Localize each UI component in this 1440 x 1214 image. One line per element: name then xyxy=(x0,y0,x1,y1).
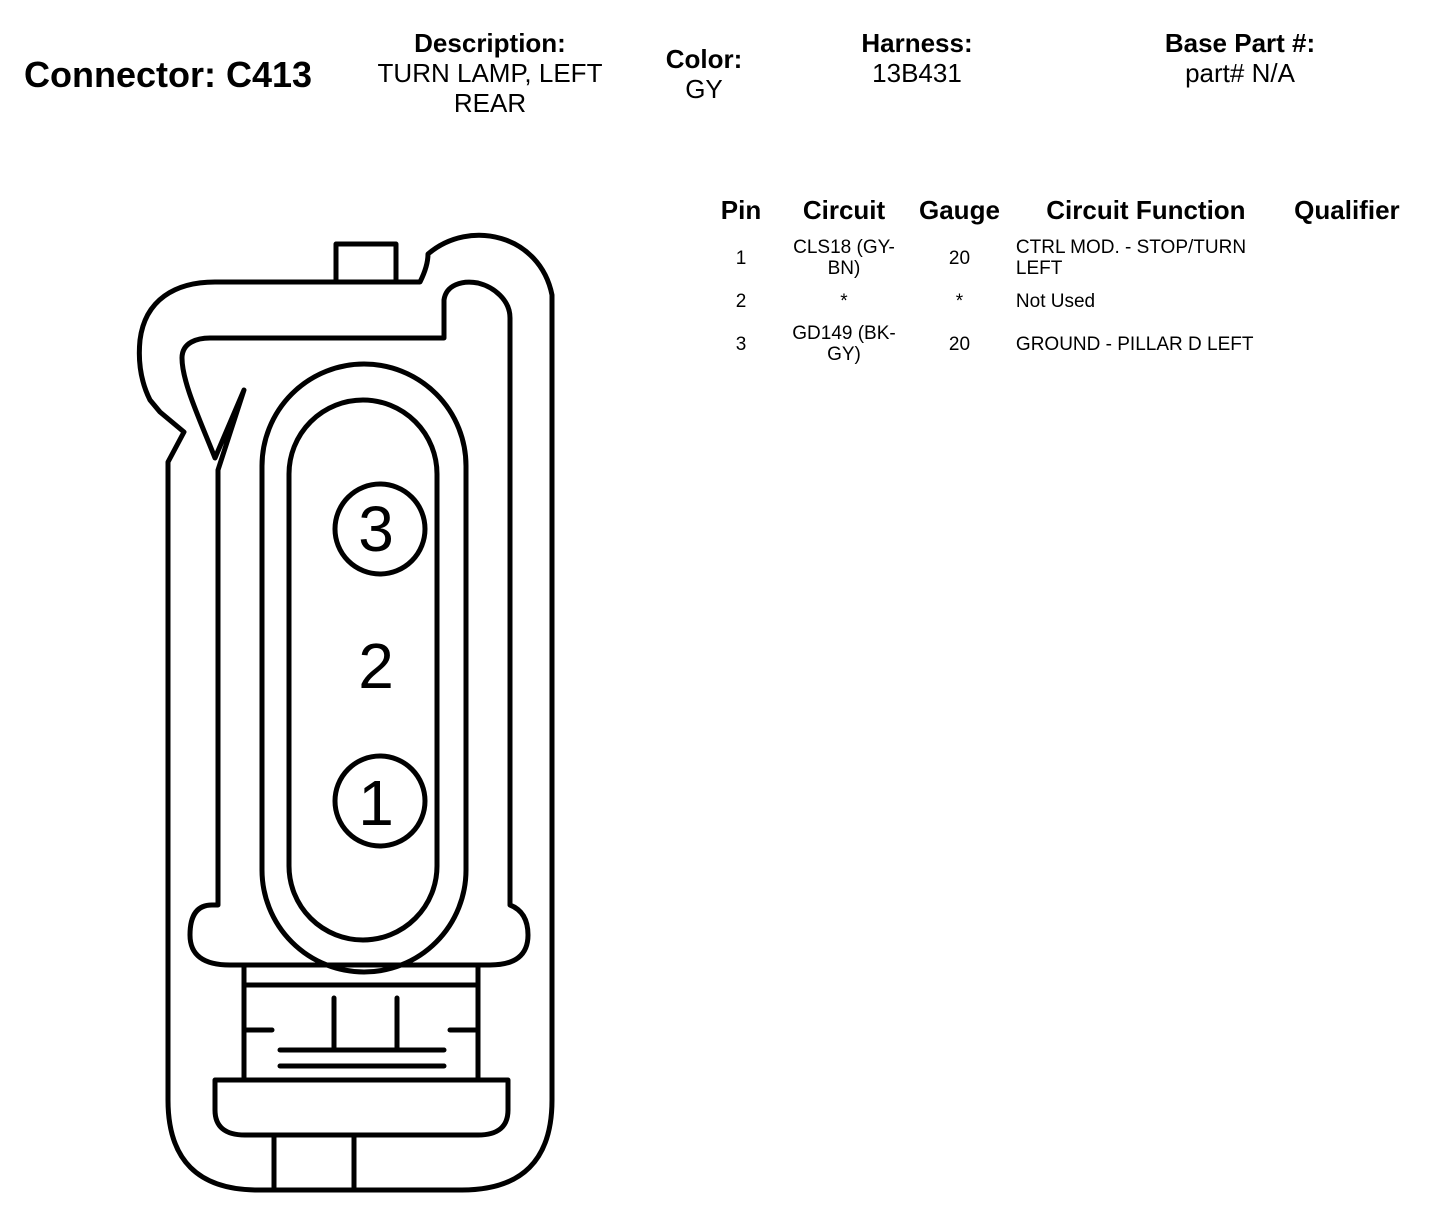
circuit-cell: GD149 (BK-GY) xyxy=(792,323,896,365)
gauge-cell: * xyxy=(955,290,964,312)
base-part-value: part# N/A xyxy=(1185,58,1295,88)
pin-table: Pin Circuit Gauge Circuit Function Quali… xyxy=(705,193,1410,371)
pin-3-label: 3 xyxy=(358,493,394,565)
harness-label: Harness: xyxy=(861,28,973,58)
base-part-label: Base Part #: xyxy=(1164,28,1316,58)
circuit-cell: CLS18 (GY-BN) xyxy=(793,237,895,279)
column-header-gauge: Gauge xyxy=(919,195,1000,225)
connector-housing-outer xyxy=(136,232,555,1193)
circuit-cell: * xyxy=(840,290,848,312)
column-header-pin: Pin xyxy=(720,195,762,225)
description-label: Description: xyxy=(414,28,566,58)
table-row: 1 CLS18 (GY-BN) 20 CTRL MOD. - STOP/TURN… xyxy=(705,231,1410,285)
pin-cell: 2 xyxy=(735,290,747,312)
gauge-cell: 20 xyxy=(948,247,971,269)
column-header-circuit-function: Circuit Function xyxy=(1046,195,1246,225)
latch-tab xyxy=(333,241,399,283)
circuit-function-cell: Not Used xyxy=(1015,290,1096,312)
terminal-cavity-inner xyxy=(286,397,440,943)
circuit-function-cell: CTRL MOD. - STOP/TURN LEFT xyxy=(1015,237,1247,279)
column-header-circuit: Circuit xyxy=(802,195,886,225)
gauge-cell: 20 xyxy=(948,333,971,355)
pin-2-label: 2 xyxy=(358,630,394,702)
connector-housing-inner xyxy=(179,279,531,968)
pin-1-label: 1 xyxy=(358,767,394,839)
lower-lock-outline xyxy=(212,962,511,1138)
color-value: GY xyxy=(685,74,723,104)
bottom-key-tab xyxy=(271,1132,357,1193)
pin-table-header-row: Pin Circuit Gauge Circuit Function Quali… xyxy=(705,193,1410,231)
color-label: Color: xyxy=(665,44,743,74)
terminal-cavity-outer xyxy=(259,361,469,975)
table-row: 3 GD149 (BK-GY) 20 GROUND - PILLAR D LEF… xyxy=(705,317,1410,371)
base-part-block: Base Part #: part# N/A xyxy=(1080,28,1400,88)
pin-1-ring xyxy=(332,753,428,849)
circuit-function-cell: GROUND - PILLAR D LEFT xyxy=(1015,333,1254,355)
description-block: Description: TURN LAMP, LEFT REAR xyxy=(355,28,625,118)
connector-title: Connector: C413 xyxy=(24,54,313,95)
color-block: Color: GY xyxy=(634,44,774,104)
column-header-qualifier: Qualifier xyxy=(1294,195,1400,225)
harness-value: 13B431 xyxy=(872,58,962,88)
pin-cell: 3 xyxy=(735,333,747,355)
pin-cell: 1 xyxy=(735,247,747,269)
pin-3-ring xyxy=(332,481,428,577)
description-value: TURN LAMP, LEFT REAR xyxy=(377,58,603,118)
harness-block: Harness: 13B431 xyxy=(792,28,1042,88)
table-row: 2 * * Not Used xyxy=(705,285,1410,317)
